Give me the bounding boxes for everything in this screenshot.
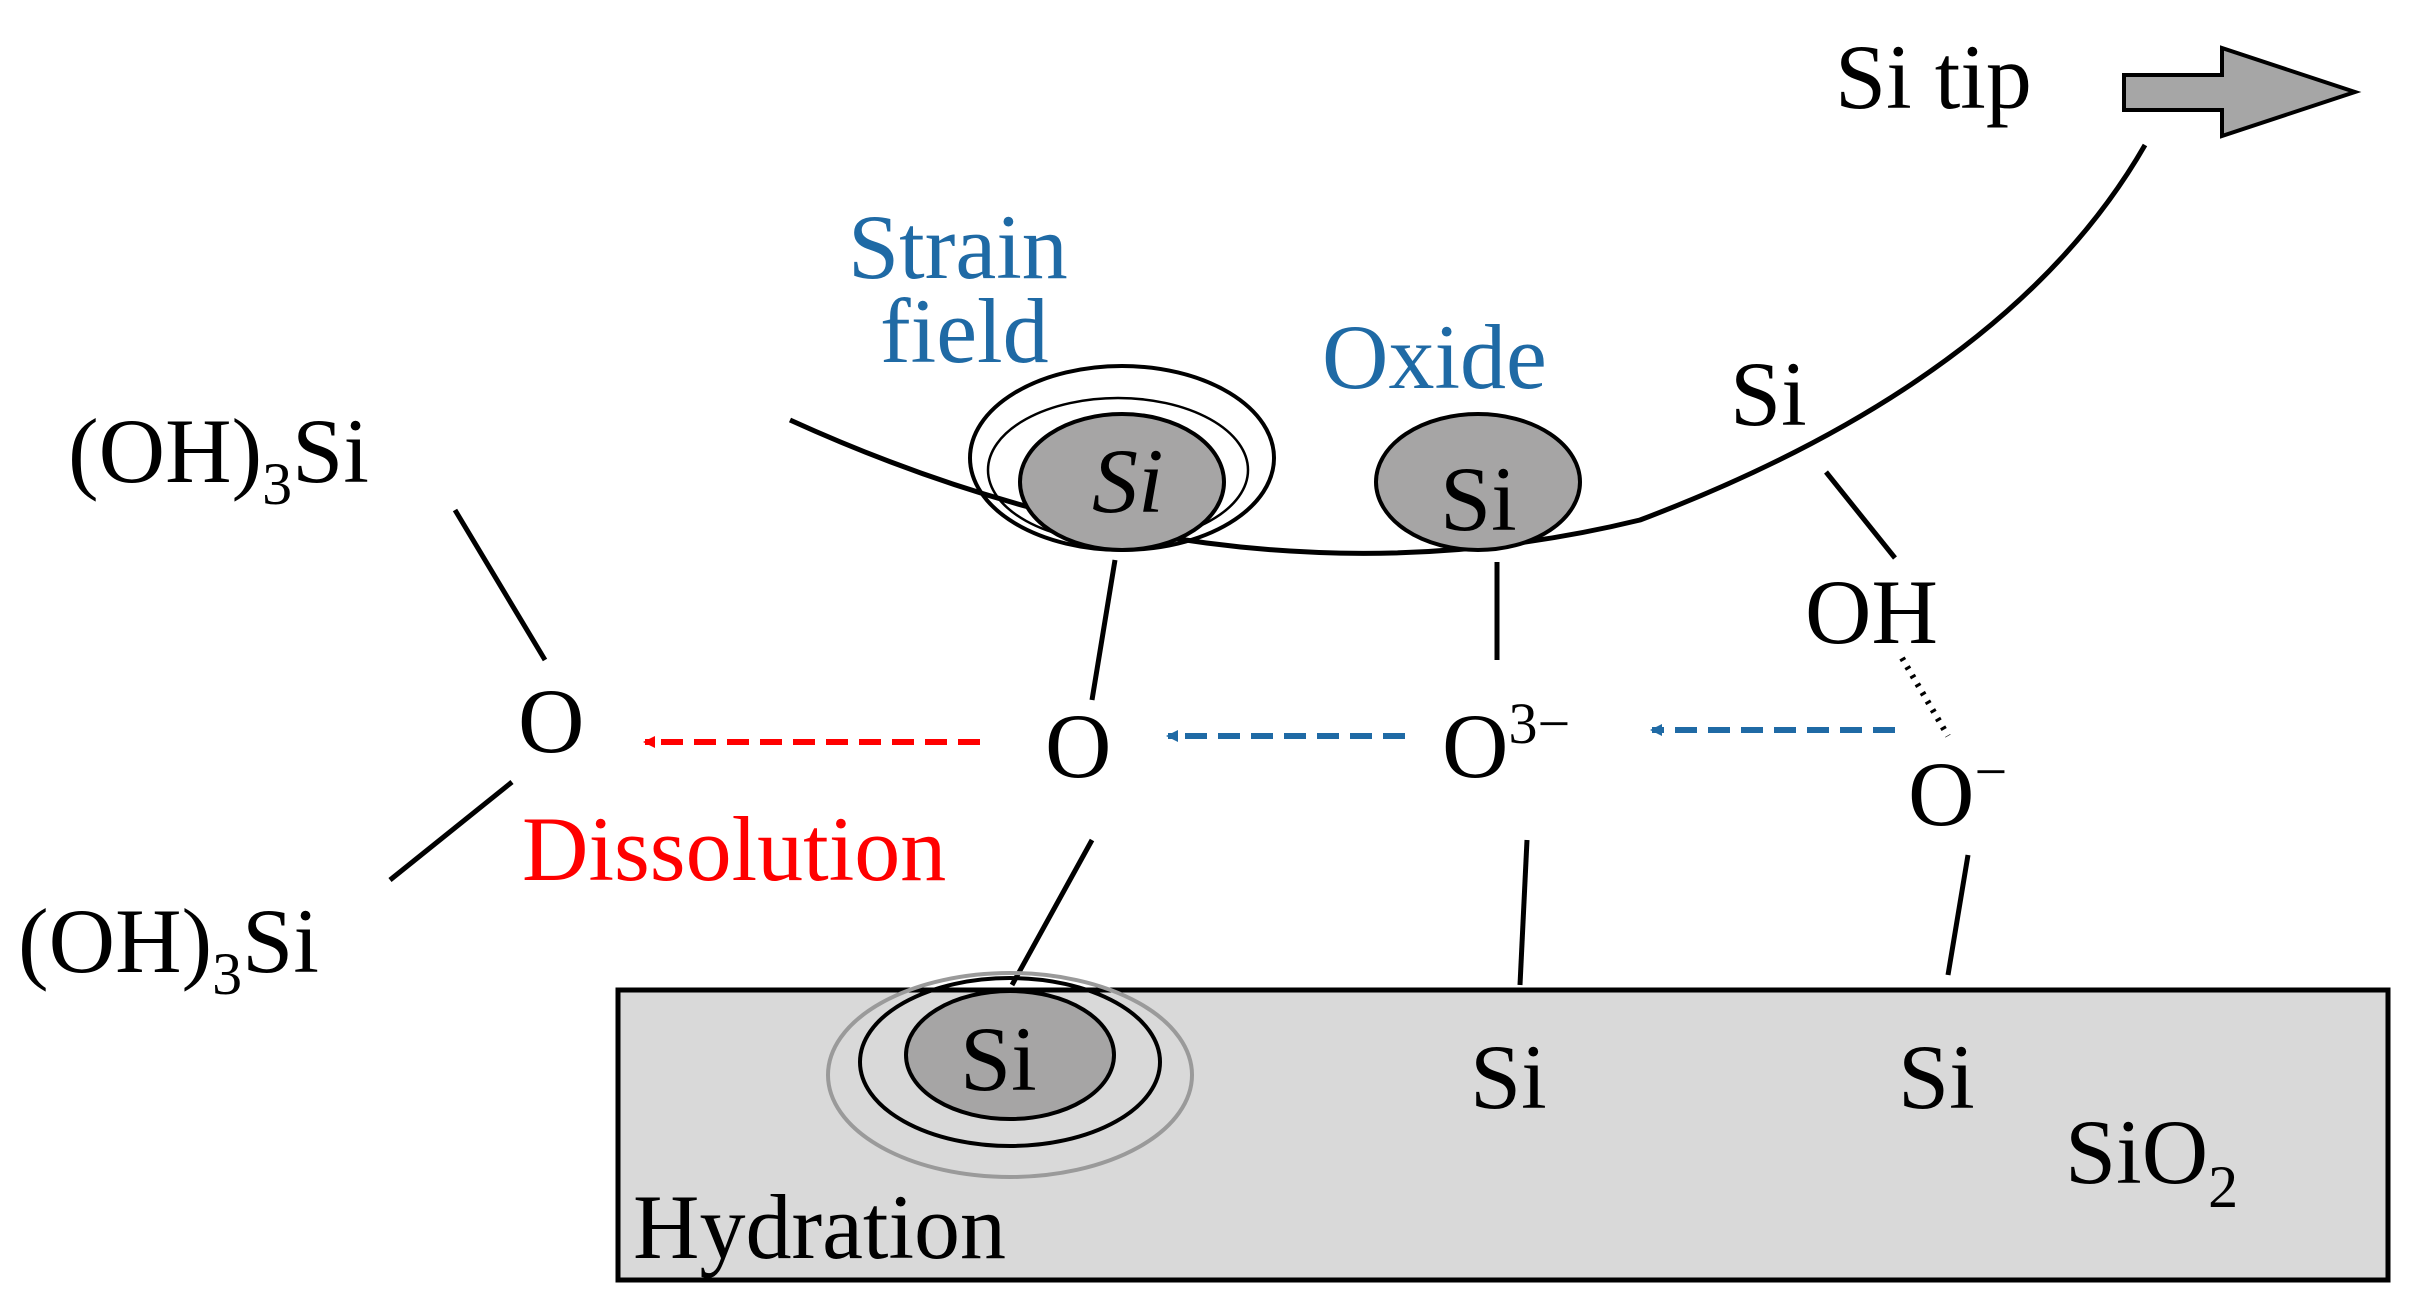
released-bottom-prefix: (OH) xyxy=(18,890,212,992)
block-arrow-right-icon xyxy=(2122,45,2362,139)
released-top-prefix: (OH) xyxy=(68,400,262,502)
sio2-label: SiO2 xyxy=(2065,1101,2238,1220)
released-bottom-sub: 3 xyxy=(212,941,242,1007)
released-top-si: Si xyxy=(292,400,369,502)
strain-field-label-line1: Strain xyxy=(848,196,1068,298)
hydroxyl-label: OH xyxy=(1805,561,1938,663)
bond-ominus-sub-si xyxy=(1945,854,1971,976)
o-three-minus-charge: 3− xyxy=(1508,691,1570,756)
strained-si-atom xyxy=(1018,412,1226,552)
tip-si-strained: Si xyxy=(1092,430,1164,532)
sub-si-middle: Si xyxy=(1470,1026,1547,1128)
tip-si-hydroxyl: Si xyxy=(1730,343,1807,445)
bond-si-oh xyxy=(1824,470,1897,560)
bond-tip-si-o-bridge xyxy=(1089,559,1118,701)
oxide-label: Oxide xyxy=(1322,306,1547,408)
o-minus-symbol: O xyxy=(1908,743,1974,845)
released-si-top: (OH)3Si xyxy=(68,400,369,517)
si-tip-label: Si tip xyxy=(1835,26,2032,128)
sio2-prefix: SiO xyxy=(2065,1101,2208,1203)
o-three-minus: O3− xyxy=(1442,691,1570,797)
o-released: O xyxy=(518,670,584,772)
tip-si-oxide: Si xyxy=(1440,448,1517,550)
oxide-si-atom xyxy=(1374,412,1582,552)
hydrogen-bond-dotted xyxy=(1899,656,1951,738)
strain-field-label-line2: field xyxy=(880,280,1049,382)
o-bridge: O xyxy=(1045,695,1111,797)
released-top-sub: 3 xyxy=(262,451,292,517)
hydrated-si-atom xyxy=(904,989,1116,1121)
o-minus: O− xyxy=(1908,739,2007,845)
sub-si-hydrated: Si xyxy=(960,1008,1037,1110)
hydration-ring-inner xyxy=(858,976,1162,1148)
hydration-ring-outer xyxy=(826,971,1194,1179)
bond-released-top-o xyxy=(452,508,548,662)
o-three-minus-symbol: O xyxy=(1442,695,1508,797)
bond-o-bridge-sub-si xyxy=(1009,838,1095,987)
bond-o-released-bottom xyxy=(388,780,514,882)
released-si-bottom: (OH)3Si xyxy=(18,890,319,1007)
o-minus-charge: − xyxy=(1974,739,2007,804)
dissolution-label: Dissolution xyxy=(522,798,946,900)
hydration-label: Hydration xyxy=(633,1176,1006,1278)
sio2-sub: 2 xyxy=(2208,1154,2238,1220)
released-bottom-si: Si xyxy=(242,890,319,992)
sub-si-right: Si xyxy=(1898,1026,1975,1128)
bond-o3-sub-si xyxy=(1517,839,1530,986)
